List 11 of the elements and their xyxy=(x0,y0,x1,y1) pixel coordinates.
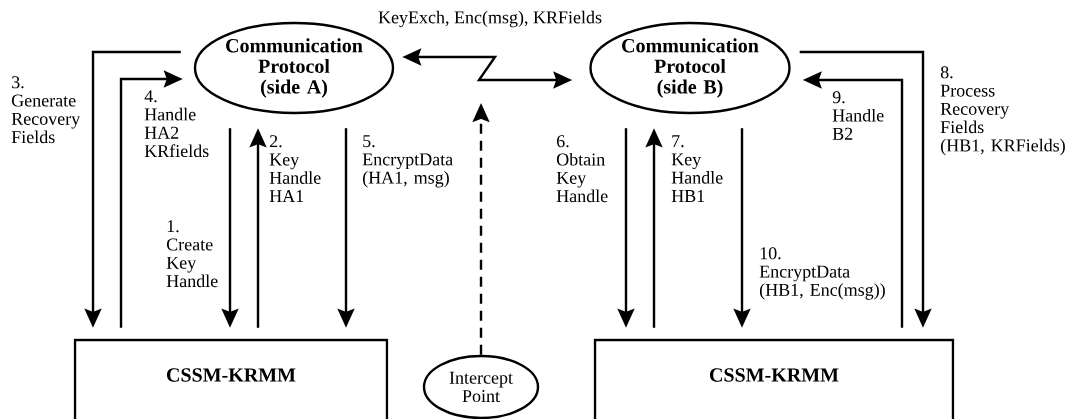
module-box: CSSM-KRMM xyxy=(593,338,955,419)
edge-label: 6. Obtain Key Handle xyxy=(556,135,608,203)
module-box: CSSM-KRMM xyxy=(73,338,389,419)
edge-label: 1. Create Key Handle xyxy=(166,220,218,288)
edge-label: 3. Generate Recovery Fields xyxy=(11,76,81,144)
edge-label: 5. EncryptData (HA1, msg) xyxy=(362,135,453,188)
edge-label: 10. EncryptData (HB1, Enc(msg)) xyxy=(759,247,885,300)
edge-label: 7. Key Handle HB1 xyxy=(671,135,723,202)
edge-label: 2. Key Handle HA1 xyxy=(269,135,321,202)
edge-label: 8. Process Recovery Fields (HB1, KRFields) xyxy=(940,66,1065,156)
edge-label: 9. Handle B2 xyxy=(832,91,884,140)
